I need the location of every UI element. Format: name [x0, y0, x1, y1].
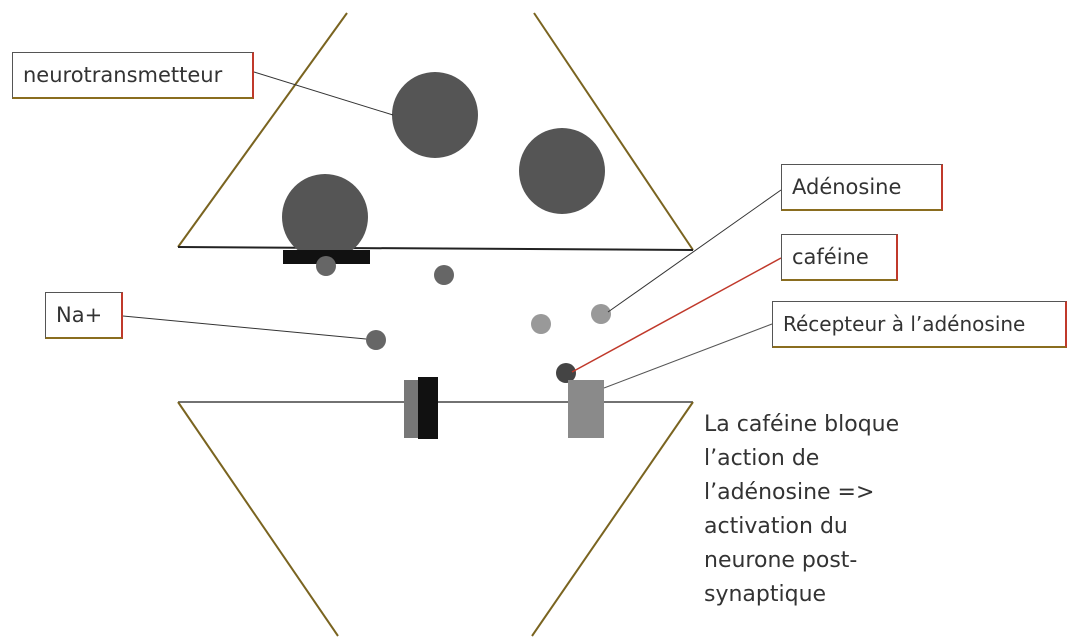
label-adenosine: Adénosine	[781, 164, 943, 211]
sodium-ion	[316, 256, 336, 276]
label-caffeine: caféine	[781, 234, 898, 281]
label-neurotransmitter: neurotransmetteur	[12, 52, 254, 99]
presynaptic-right-wall	[533, 12, 694, 251]
adenosine-receptor	[568, 380, 604, 438]
caption-line: neurone post-	[704, 548, 858, 573]
presynaptic-membrane	[177, 246, 694, 251]
caption-line: synaptique	[704, 582, 827, 607]
vesicle	[519, 128, 605, 214]
leader-line-adenosine	[607, 189, 782, 313]
vesicle	[392, 72, 478, 158]
caption-line: l’adénosine =>	[704, 480, 875, 505]
leader-line-receptor	[603, 323, 773, 389]
sodium-channel	[404, 377, 438, 439]
leader-line-caffeine	[571, 257, 782, 373]
leader-line-sodium	[122, 315, 367, 340]
postsynaptic-left-wall	[177, 401, 339, 637]
caffeine-molecule	[556, 363, 576, 383]
adenosine-molecule	[531, 314, 551, 334]
sodium-ion	[434, 265, 454, 285]
leader-line-neurotransmitter	[253, 71, 394, 116]
caption-line: activation du	[704, 514, 848, 539]
sodium-ion	[366, 330, 386, 350]
postsynaptic-right-wall	[531, 401, 694, 637]
caption-line: l’action de	[704, 446, 820, 471]
presynaptic-left-wall	[177, 12, 348, 248]
vesicle	[282, 174, 368, 260]
adenosine-molecule	[591, 304, 611, 324]
label-sodium: Na+	[45, 292, 123, 339]
caption: La caféine bloque l’action de l’adénosin…	[704, 408, 944, 612]
presynaptic-neuron	[177, 12, 694, 251]
label-adenosine-receptor: Récepteur à l’adénosine	[772, 301, 1067, 348]
caption-line: La caféine bloque	[704, 412, 900, 437]
